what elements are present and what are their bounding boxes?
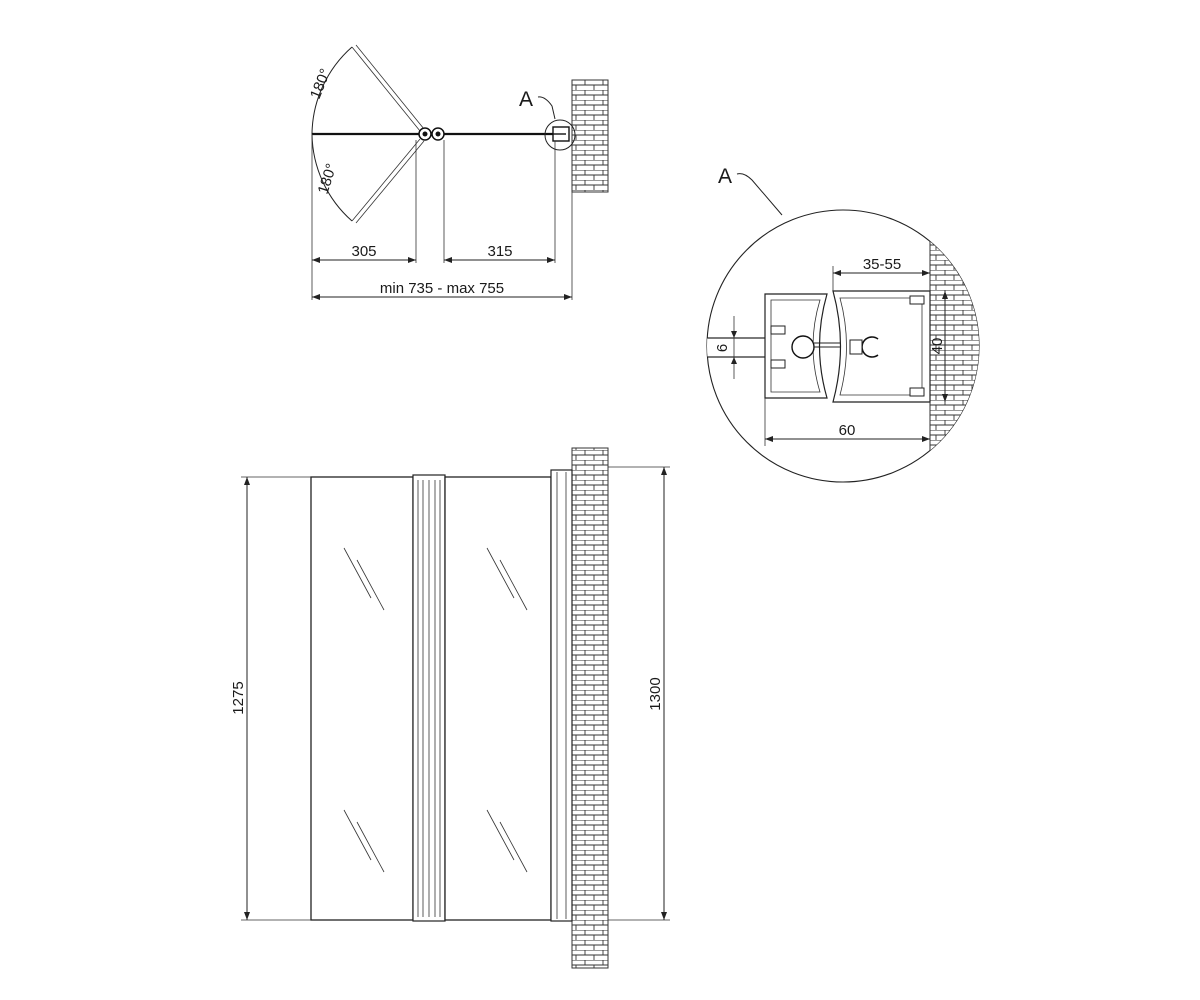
- dim-label-profile-depth: 40: [929, 338, 946, 355]
- hinge-column: [412, 474, 446, 922]
- detail-callout-circle: [544, 119, 576, 151]
- elevation-wall-profile: [550, 469, 573, 922]
- angle-label-lower: 180°: [315, 161, 341, 196]
- detail-wall-profile: [832, 290, 931, 403]
- detail-callout-label: A: [718, 165, 732, 188]
- dimension-total-height: 1300: [608, 466, 670, 921]
- hinge-symbol: [418, 127, 445, 141]
- dimension-315: 315: [444, 243, 555, 263]
- panel-open-lower: [351, 138, 421, 222]
- dim-label-glass: 6: [714, 344, 731, 352]
- elevation-view: 1275 1300: [230, 447, 670, 969]
- elevation-wall: [571, 447, 609, 969]
- swing-arc-upper: [311, 46, 353, 135]
- glass-panel-left: [310, 476, 414, 921]
- detail-view: A 6: [706, 165, 980, 483]
- dim-label-total-height: 1300: [647, 677, 664, 710]
- dim-label-width: 60: [839, 422, 856, 439]
- panel-open-upper: [351, 46, 421, 132]
- glass-panel-right: [444, 476, 552, 921]
- dimension-total-width: min 735 - max 755: [312, 280, 572, 300]
- plan-wall: [571, 79, 609, 193]
- dim-label-panel-height: 1275: [230, 681, 247, 714]
- glass-reflection-marks: [343, 547, 528, 873]
- callout-leader-detail: [736, 173, 783, 216]
- dim-label-total-width: min 735 - max 755: [380, 280, 504, 297]
- dimension-305: 305: [312, 243, 416, 263]
- panel-open-lower-edge: [355, 140, 425, 224]
- callout-leader-plan: [537, 96, 556, 120]
- dim-label-wall-range: 35-55: [863, 256, 901, 273]
- plan-view: A 180° 180° 305 315 min 735 - max: [307, 44, 609, 300]
- detail-knuckle: [791, 335, 815, 359]
- panel-open-upper-edge: [355, 44, 425, 130]
- angle-label-upper: 180°: [307, 66, 334, 101]
- plan-callout-label: A: [519, 88, 533, 111]
- dim-label-315: 315: [487, 243, 512, 260]
- dimension-panel-height: 1275: [230, 476, 311, 921]
- swing-arc-lower: [311, 133, 353, 222]
- dim-label-305: 305: [351, 243, 376, 260]
